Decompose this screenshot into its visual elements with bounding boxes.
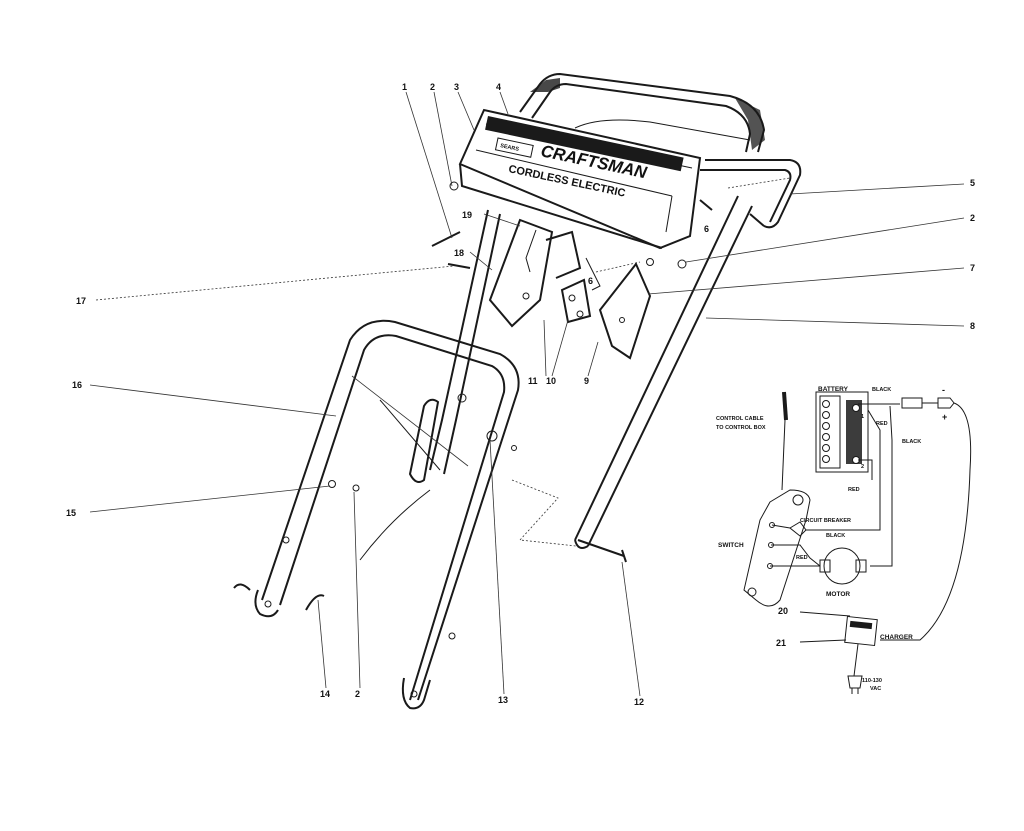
wire-label-black-mid: BLACK xyxy=(902,439,921,445)
part-number-5: 5 xyxy=(970,178,975,188)
part-number-4: 4 xyxy=(496,82,501,92)
right-handle-tube xyxy=(574,195,753,549)
part-number-1: 1 xyxy=(402,82,407,92)
voltage-label-2: VAC xyxy=(870,686,881,692)
motor-label: MOTOR xyxy=(826,591,850,598)
part-number-2: 2 xyxy=(430,82,435,92)
circuit-breaker: CIRCUIT BREAKER BLACK xyxy=(771,518,851,539)
battery-terminal-2: 2 xyxy=(861,464,864,470)
part-number-21: 21 xyxy=(776,638,786,648)
part-number-7: 7 xyxy=(970,263,975,273)
battery-terminal-1: 1 xyxy=(861,414,864,420)
part-number-12: 12 xyxy=(634,697,644,707)
battery: BATTERY 1 2 xyxy=(815,386,869,473)
circuit-breaker-label: CIRCUIT BREAKER xyxy=(800,518,851,524)
part-number-17: 17 xyxy=(76,296,86,306)
part-number-3: 3 xyxy=(454,82,459,92)
wire-label-black-top: BLACK xyxy=(872,387,891,393)
part-number-labels: 1 2 3 4 5 6 2 6 7 8 9 10 11 12 13 14 2 1… xyxy=(66,82,975,707)
part-number-10: 10 xyxy=(546,376,556,386)
lower-handle xyxy=(254,319,520,710)
part-number-16: 16 xyxy=(72,380,82,390)
part-number-6: 6 xyxy=(704,224,709,234)
assembly-guides xyxy=(511,177,791,547)
upper-grip xyxy=(519,72,766,153)
part-number-20: 20 xyxy=(778,606,788,616)
wire-label-red-3: RED xyxy=(796,555,808,561)
center-bracket xyxy=(359,398,441,561)
left-handle-tube xyxy=(429,209,501,475)
wiring-diagram: BATTERY 1 2 BLACK - + RED BLACK RED CONT… xyxy=(716,385,972,694)
part-number-11: 11 xyxy=(528,376,538,386)
control-box: SEARS CRAFTSMAN CORDLESS ELECTRIC xyxy=(458,108,702,250)
switch: SWITCH xyxy=(718,489,811,607)
battery-label: BATTERY xyxy=(818,386,849,393)
motor: RED MOTOR xyxy=(770,544,867,598)
part-number-9: 9 xyxy=(584,376,589,386)
leader-lines xyxy=(89,91,965,697)
wire-label-black-low: BLACK xyxy=(826,533,845,539)
control-cable-label-1: CONTROL CABLE xyxy=(716,416,764,422)
wire-label-red-1: RED xyxy=(876,421,888,427)
charger: CHARGER 110-130 VAC xyxy=(799,611,913,694)
brand-badge: SEARS xyxy=(500,143,520,153)
control-cable-label-2: TO CONTROL BOX xyxy=(716,425,766,431)
part-number-8: 8 xyxy=(970,321,975,331)
charger-label: CHARGER xyxy=(880,634,913,641)
part-number-13: 13 xyxy=(498,695,508,705)
part-number-2-bottom: 2 xyxy=(355,689,360,699)
switch-label: SWITCH xyxy=(718,542,744,549)
part-number-14: 14 xyxy=(320,689,330,699)
part-number-15: 15 xyxy=(66,508,76,518)
hardware xyxy=(233,181,765,611)
voltage-label-1: 110-130 xyxy=(862,678,882,684)
terminal-plus: + xyxy=(942,412,947,422)
part-number-6-lower: 6 xyxy=(588,276,593,286)
part-number-19: 19 xyxy=(462,210,472,220)
terminal-minus: - xyxy=(942,385,945,395)
upper-crossbar xyxy=(700,159,802,229)
wire-label-red-2: RED xyxy=(848,487,860,493)
part-number-18: 18 xyxy=(454,248,464,258)
linkage-brackets xyxy=(488,218,652,360)
part-number-2-right: 2 xyxy=(970,213,975,223)
